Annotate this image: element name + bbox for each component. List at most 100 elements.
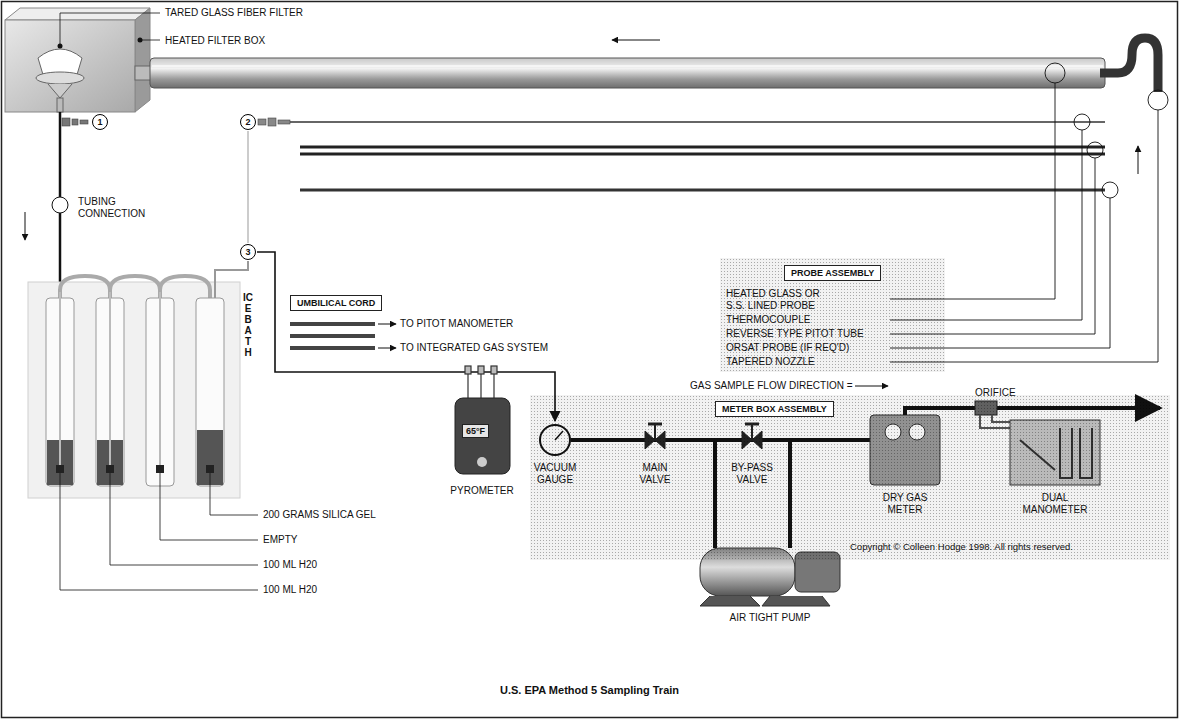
probe-assembly-part-part xyxy=(1074,114,1090,130)
umbilical-cord-part xyxy=(378,348,396,349)
contents-label: 200 GRAMS SILICA GEL xyxy=(263,509,376,521)
impinger-train-part xyxy=(25,212,26,240)
impinger-train-part xyxy=(52,197,68,213)
heated-filter-box-part-part xyxy=(72,119,78,125)
callout-number: 1 xyxy=(92,114,108,130)
part-label: PYROMETER xyxy=(442,485,522,497)
probe-assembly xyxy=(150,38,1168,362)
meter-box-panel: METER BOX ASSEMBLY xyxy=(530,395,1170,560)
contents-label: EMPTY xyxy=(263,534,297,546)
probe-assembly-part xyxy=(1100,38,1158,92)
part-label: VACUUM GAUGE xyxy=(524,462,586,485)
meter-box-part-part xyxy=(467,372,468,398)
callout-number: 2 xyxy=(240,114,256,130)
display-reading: 65°F xyxy=(462,424,489,438)
flow-note: GAS SAMPLE FLOW DIRECTION = xyxy=(690,380,853,392)
probe-assembly-part xyxy=(300,146,1105,149)
probe-assembly-part xyxy=(152,65,1103,67)
umbilical-cord-part xyxy=(378,324,396,325)
meter-box-part-part xyxy=(480,372,481,398)
panel-heading: UMBILICAL CORD xyxy=(297,298,375,308)
impinger-train-part-part xyxy=(160,276,210,300)
impinger-train xyxy=(25,112,555,590)
caption: U.S. EPA Method 5 Sampling Train xyxy=(0,684,1179,697)
probe-assembly-part-part xyxy=(278,120,290,124)
probe-assembly-part-part xyxy=(1045,63,1065,83)
probe-assembly-panel: PROBE ASSEMBLY HEATED GLASS OR S.S. LINED… xyxy=(720,258,945,372)
part-label: DRY GAS METER xyxy=(874,492,936,515)
meter-box-part xyxy=(465,366,497,398)
impinger-train-part-part xyxy=(110,473,258,565)
probe-assembly-part xyxy=(1138,146,1139,174)
part-name: THERMOCOUPLE xyxy=(726,314,810,326)
probe-assembly-part-part xyxy=(1148,90,1168,110)
part-label: MAIN VALVE xyxy=(629,462,681,485)
impinger-train-part xyxy=(60,276,210,300)
meter-box-part xyxy=(477,457,487,467)
part-label: DUAL MANOMETER xyxy=(1018,492,1092,515)
meter-box-part xyxy=(455,398,510,474)
probe-assembly-part-part xyxy=(1087,142,1103,158)
heated-filter-box-part xyxy=(135,66,151,80)
copyright-note: Copyright © Colleen Hodge 1998. All righ… xyxy=(850,542,1073,553)
impinger-train-part-part xyxy=(159,292,161,468)
heated-filter-box xyxy=(5,8,160,126)
probe-assembly-part-part xyxy=(268,118,276,126)
part-label: HEATED FILTER BOX xyxy=(165,35,265,47)
impinger-train-part xyxy=(59,112,62,197)
umbilical-cord-tag: UMBILICAL CORD xyxy=(290,295,382,311)
contents-label: 100 ML H20 xyxy=(263,584,317,596)
impinger-train-part xyxy=(60,292,160,468)
heated-filter-box-part xyxy=(57,98,63,112)
impinger-train-part-part xyxy=(60,473,258,590)
part-label: ORIFICE xyxy=(975,387,1016,399)
part-label: ICE BATH xyxy=(243,292,253,358)
probe-assembly-part xyxy=(290,121,1105,123)
probe-assembly-part-part xyxy=(1102,182,1118,198)
panel-heading: METER BOX ASSEMBLY xyxy=(715,401,834,417)
umbilical-cord-part xyxy=(855,386,888,387)
heated-filter-box-part xyxy=(62,118,88,126)
umbilical-cord-part xyxy=(290,334,375,338)
impinger-train-part-part xyxy=(156,465,164,473)
heated-filter-box-part xyxy=(48,84,72,98)
meter-box-part-part xyxy=(465,366,471,374)
impinger-train-part-part xyxy=(110,276,160,300)
probe-assembly-part xyxy=(612,40,660,41)
part-label: BY-PASS VALVE xyxy=(723,462,781,485)
impinger-train-part-part xyxy=(196,298,224,486)
impinger-train-part-part xyxy=(109,292,111,468)
impinger-train-part-part xyxy=(106,465,114,473)
impinger-train-part xyxy=(247,131,249,243)
impinger-train-part xyxy=(28,282,240,498)
heated-filter-box-part-part xyxy=(80,120,88,124)
impinger-train-part xyxy=(47,430,223,485)
part-name: ORSAT PROBE (IF REQ'D) xyxy=(726,342,849,354)
contents-label: 100 ML H20 xyxy=(263,559,317,571)
panel-heading: PROBE ASSEMBLY xyxy=(784,265,881,281)
impinger-train-part-part xyxy=(56,465,64,473)
destination-label: TO PITOT MANOMETER xyxy=(400,318,513,330)
heated-filter-box-part xyxy=(5,20,135,112)
meter-box-part xyxy=(700,596,830,606)
impinger-train-part-part xyxy=(59,292,61,468)
heated-filter-box-part xyxy=(60,13,160,46)
destination-label: TO INTEGRATED GAS SYSTEM xyxy=(400,342,548,354)
part-name: HEATED GLASS OR S.S. LINED PROBE xyxy=(726,288,826,311)
impinger-train-part xyxy=(59,213,62,292)
umbilical-cord-part xyxy=(290,322,375,326)
meter-box-part-part xyxy=(478,366,484,374)
impinger-train-part xyxy=(60,473,258,590)
impinger-train-part-part xyxy=(210,473,258,515)
impinger-train-part-part xyxy=(206,465,214,473)
heated-filter-box-part xyxy=(135,8,150,112)
meter-box-part-part xyxy=(493,372,494,398)
meter-box-part-part xyxy=(491,366,497,374)
impinger-train-part-part xyxy=(160,473,258,540)
probe-assembly-part-part xyxy=(258,119,266,125)
probe-assembly-part xyxy=(300,153,1105,156)
probe-assembly-part xyxy=(300,189,1105,192)
impinger-train-part-part xyxy=(60,276,110,300)
